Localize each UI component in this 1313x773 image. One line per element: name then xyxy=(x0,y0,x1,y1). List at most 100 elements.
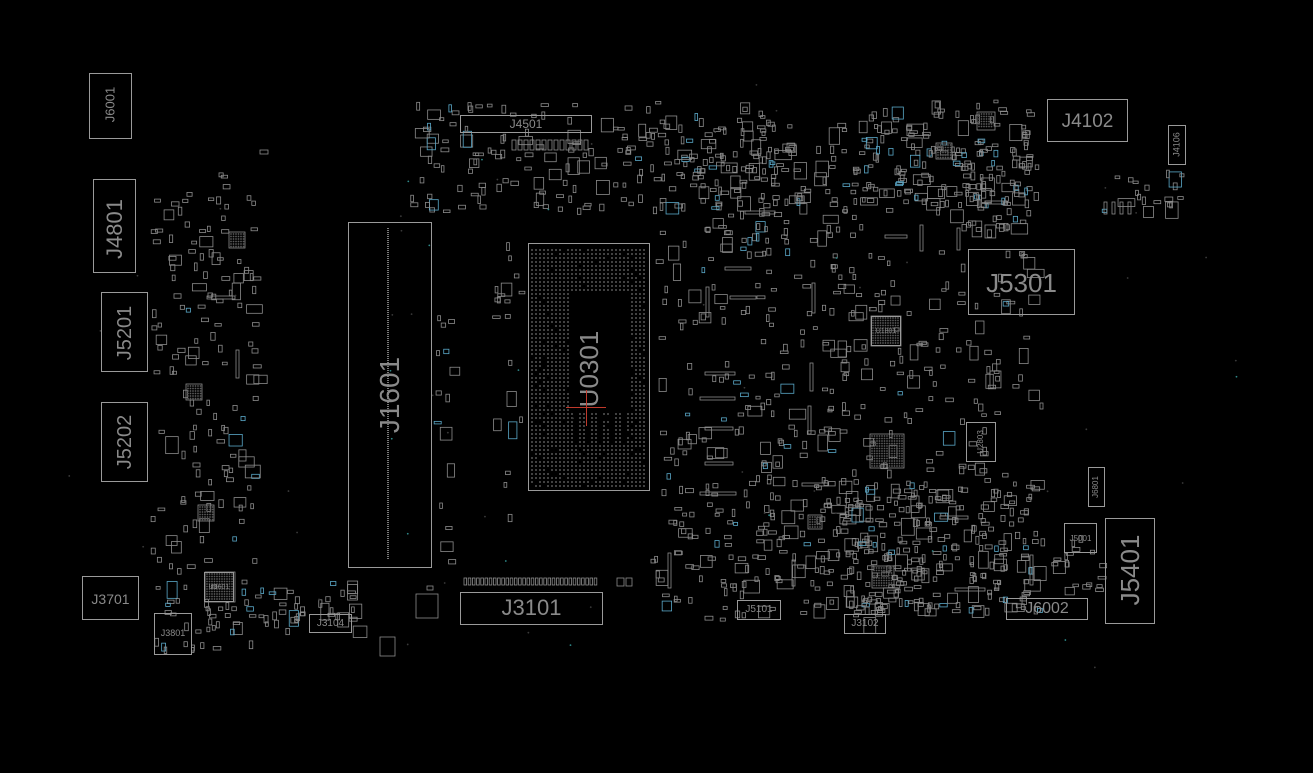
test-point xyxy=(627,257,629,259)
smd-part xyxy=(1029,554,1034,586)
test-point xyxy=(643,401,645,403)
test-point xyxy=(884,332,887,334)
connector-j5301-outline[interactable] xyxy=(968,249,1075,315)
test-point xyxy=(643,281,645,283)
connector-j3801-outline[interactable] xyxy=(154,613,192,655)
connector-j3104-outline[interactable] xyxy=(309,614,352,633)
test-point xyxy=(583,421,585,423)
connector-j4102-outline[interactable] xyxy=(1047,99,1128,142)
connector-j1601-outline[interactable] xyxy=(348,222,432,568)
chip-u1801-outline[interactable] xyxy=(871,316,901,346)
chip-u0301-outline[interactable] xyxy=(528,243,650,491)
smd-part xyxy=(183,389,189,399)
test-point xyxy=(547,325,549,327)
smd-part xyxy=(639,168,643,177)
test-point xyxy=(559,249,561,251)
smd-part xyxy=(864,358,869,366)
connector-j5401-outline[interactable] xyxy=(1105,518,1155,624)
smd-part xyxy=(861,599,867,607)
test-point xyxy=(231,573,233,575)
test-point xyxy=(643,321,645,323)
smd-part xyxy=(748,374,755,379)
connector-j5202-outline[interactable] xyxy=(101,402,148,482)
test-point xyxy=(884,324,887,327)
connector-j6002-outline[interactable] xyxy=(1006,598,1088,620)
connector-j3102-outline[interactable] xyxy=(844,614,886,634)
connector-j3701-outline[interactable] xyxy=(82,576,139,620)
smd-part xyxy=(941,184,947,191)
smd-part xyxy=(183,584,188,590)
chip-u2803-outline[interactable] xyxy=(966,422,996,462)
test-point xyxy=(204,506,206,508)
test-point xyxy=(206,518,209,521)
test-point xyxy=(551,353,553,355)
test-point xyxy=(871,445,873,447)
test-point xyxy=(583,281,585,283)
smd-part xyxy=(866,182,872,190)
test-point xyxy=(988,123,990,125)
test-point xyxy=(635,261,637,263)
connector-j6801-outline[interactable] xyxy=(1088,467,1105,507)
test-point xyxy=(559,261,561,263)
smd-part xyxy=(914,192,928,202)
test-point xyxy=(204,511,206,513)
test-point xyxy=(885,569,888,572)
connector-j4106-outline[interactable] xyxy=(1168,125,1186,165)
test-point xyxy=(896,447,898,450)
smd-part xyxy=(970,171,976,181)
chip-u3601-outline[interactable] xyxy=(204,572,234,602)
smd-part xyxy=(682,240,687,248)
test-point xyxy=(944,146,947,149)
smd-part xyxy=(200,642,205,649)
test-point xyxy=(893,447,896,450)
smd-part xyxy=(757,125,766,130)
connector-j4801-outline[interactable] xyxy=(93,179,136,273)
smd-part xyxy=(557,206,563,212)
test-point xyxy=(896,442,898,445)
test-point xyxy=(543,305,545,307)
test-point xyxy=(571,257,573,259)
test-point xyxy=(587,289,589,291)
smd-part xyxy=(893,327,900,332)
test-point xyxy=(877,339,879,342)
test-point xyxy=(543,293,545,295)
test-point xyxy=(213,598,216,600)
smd-part xyxy=(1023,257,1036,270)
test-point xyxy=(894,332,897,334)
test-point xyxy=(881,435,883,437)
test-point xyxy=(555,277,557,279)
smd-part xyxy=(772,476,786,487)
test-point xyxy=(937,146,939,149)
test-point xyxy=(567,401,569,403)
test-point xyxy=(643,465,645,467)
connector-j3101-outline[interactable] xyxy=(460,592,603,625)
connector-j6001-outline[interactable] xyxy=(89,73,132,139)
connector-j5001-outline[interactable] xyxy=(1064,523,1097,553)
test-point xyxy=(68,475,71,477)
smd-part xyxy=(436,350,440,357)
test-point xyxy=(595,453,597,455)
test-point xyxy=(567,321,569,323)
test-point xyxy=(607,273,609,275)
test-point xyxy=(551,337,553,339)
test-point xyxy=(551,301,553,303)
test-point xyxy=(631,293,633,295)
test-point xyxy=(563,385,565,387)
test-point xyxy=(543,457,545,459)
test-point xyxy=(883,447,886,450)
test-point xyxy=(643,265,645,267)
test-point xyxy=(228,583,231,585)
smd-part xyxy=(617,127,625,131)
test-point xyxy=(209,511,211,513)
test-point xyxy=(591,437,593,439)
test-point xyxy=(591,285,593,287)
connector-j4501-outline[interactable] xyxy=(460,115,592,133)
test-point xyxy=(230,238,232,240)
connector-j5201-outline[interactable] xyxy=(101,292,148,372)
test-point xyxy=(599,465,601,467)
smd-part xyxy=(1001,182,1016,193)
test-point xyxy=(535,269,537,271)
test-point xyxy=(559,449,561,451)
connector-j5101-outline[interactable] xyxy=(737,600,781,620)
